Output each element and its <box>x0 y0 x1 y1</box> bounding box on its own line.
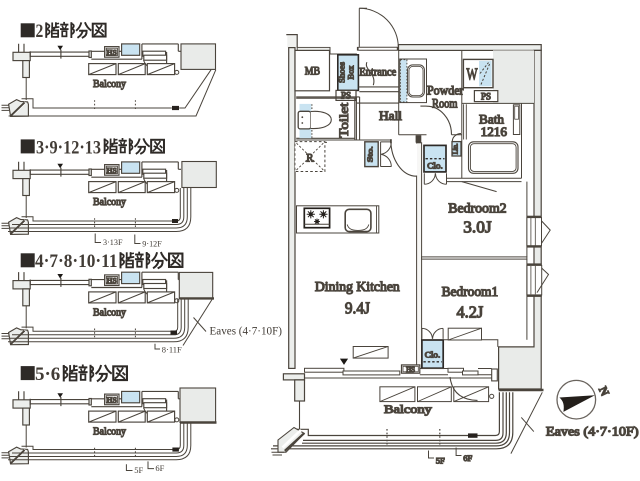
svg-text:Hall: Hall <box>379 108 402 123</box>
svg-text:Box: Box <box>345 65 355 80</box>
svg-text:Room: Room <box>432 97 458 111</box>
svg-text:5·6: 5·6 <box>35 365 60 385</box>
svg-text:Sto.: Sto. <box>365 146 374 162</box>
svg-text:4·7·8·10·11: 4·7·8·10·11 <box>35 252 118 272</box>
svg-text:W: W <box>466 65 478 84</box>
svg-text:Bath: Bath <box>479 111 504 126</box>
svg-text:MB: MB <box>305 65 321 77</box>
svg-text:Dining Kitchen: Dining Kitchen <box>315 280 400 295</box>
svg-text:Clo.: Clo. <box>427 161 443 171</box>
svg-text:Shoes: Shoes <box>337 62 347 83</box>
svg-text:5F: 5F <box>134 465 143 475</box>
svg-text:Clo.: Clo. <box>425 350 441 360</box>
svg-text:8·11F: 8·11F <box>162 345 182 355</box>
svg-text:3·13F: 3·13F <box>103 237 123 247</box>
svg-text:2: 2 <box>36 22 44 42</box>
svg-text:PS: PS <box>481 92 491 102</box>
svg-text:PS: PS <box>341 91 351 101</box>
svg-text:3.0J: 3.0J <box>463 217 492 236</box>
svg-text:4.2J: 4.2J <box>457 303 484 322</box>
svg-text:N: N <box>596 384 613 398</box>
svg-text:Eaves (4·7·10F): Eaves (4·7·10F) <box>546 425 639 439</box>
svg-text:R: R <box>306 151 313 165</box>
svg-text:HS: HS <box>406 366 415 374</box>
svg-text:6F: 6F <box>155 463 164 473</box>
svg-text:Powder: Powder <box>427 84 464 98</box>
svg-text:1216: 1216 <box>481 125 507 139</box>
svg-text:9·12F: 9·12F <box>142 239 162 249</box>
svg-text:Eaves (4·7·10F): Eaves (4·7·10F) <box>210 326 283 338</box>
svg-text:Balcony: Balcony <box>384 402 432 416</box>
svg-text:Toilet: Toilet <box>336 102 351 137</box>
svg-text:Lin.: Lin. <box>452 143 459 154</box>
svg-text:3·9·12·13: 3·9·12·13 <box>36 138 101 158</box>
svg-text:5F: 5F <box>436 455 445 465</box>
svg-text:Bedroom1: Bedroom1 <box>442 284 499 299</box>
svg-text:Bedroom2: Bedroom2 <box>448 201 506 216</box>
svg-text:6F: 6F <box>463 453 472 463</box>
svg-text:Entrance: Entrance <box>359 65 396 79</box>
svg-text:9.4J: 9.4J <box>345 298 371 317</box>
